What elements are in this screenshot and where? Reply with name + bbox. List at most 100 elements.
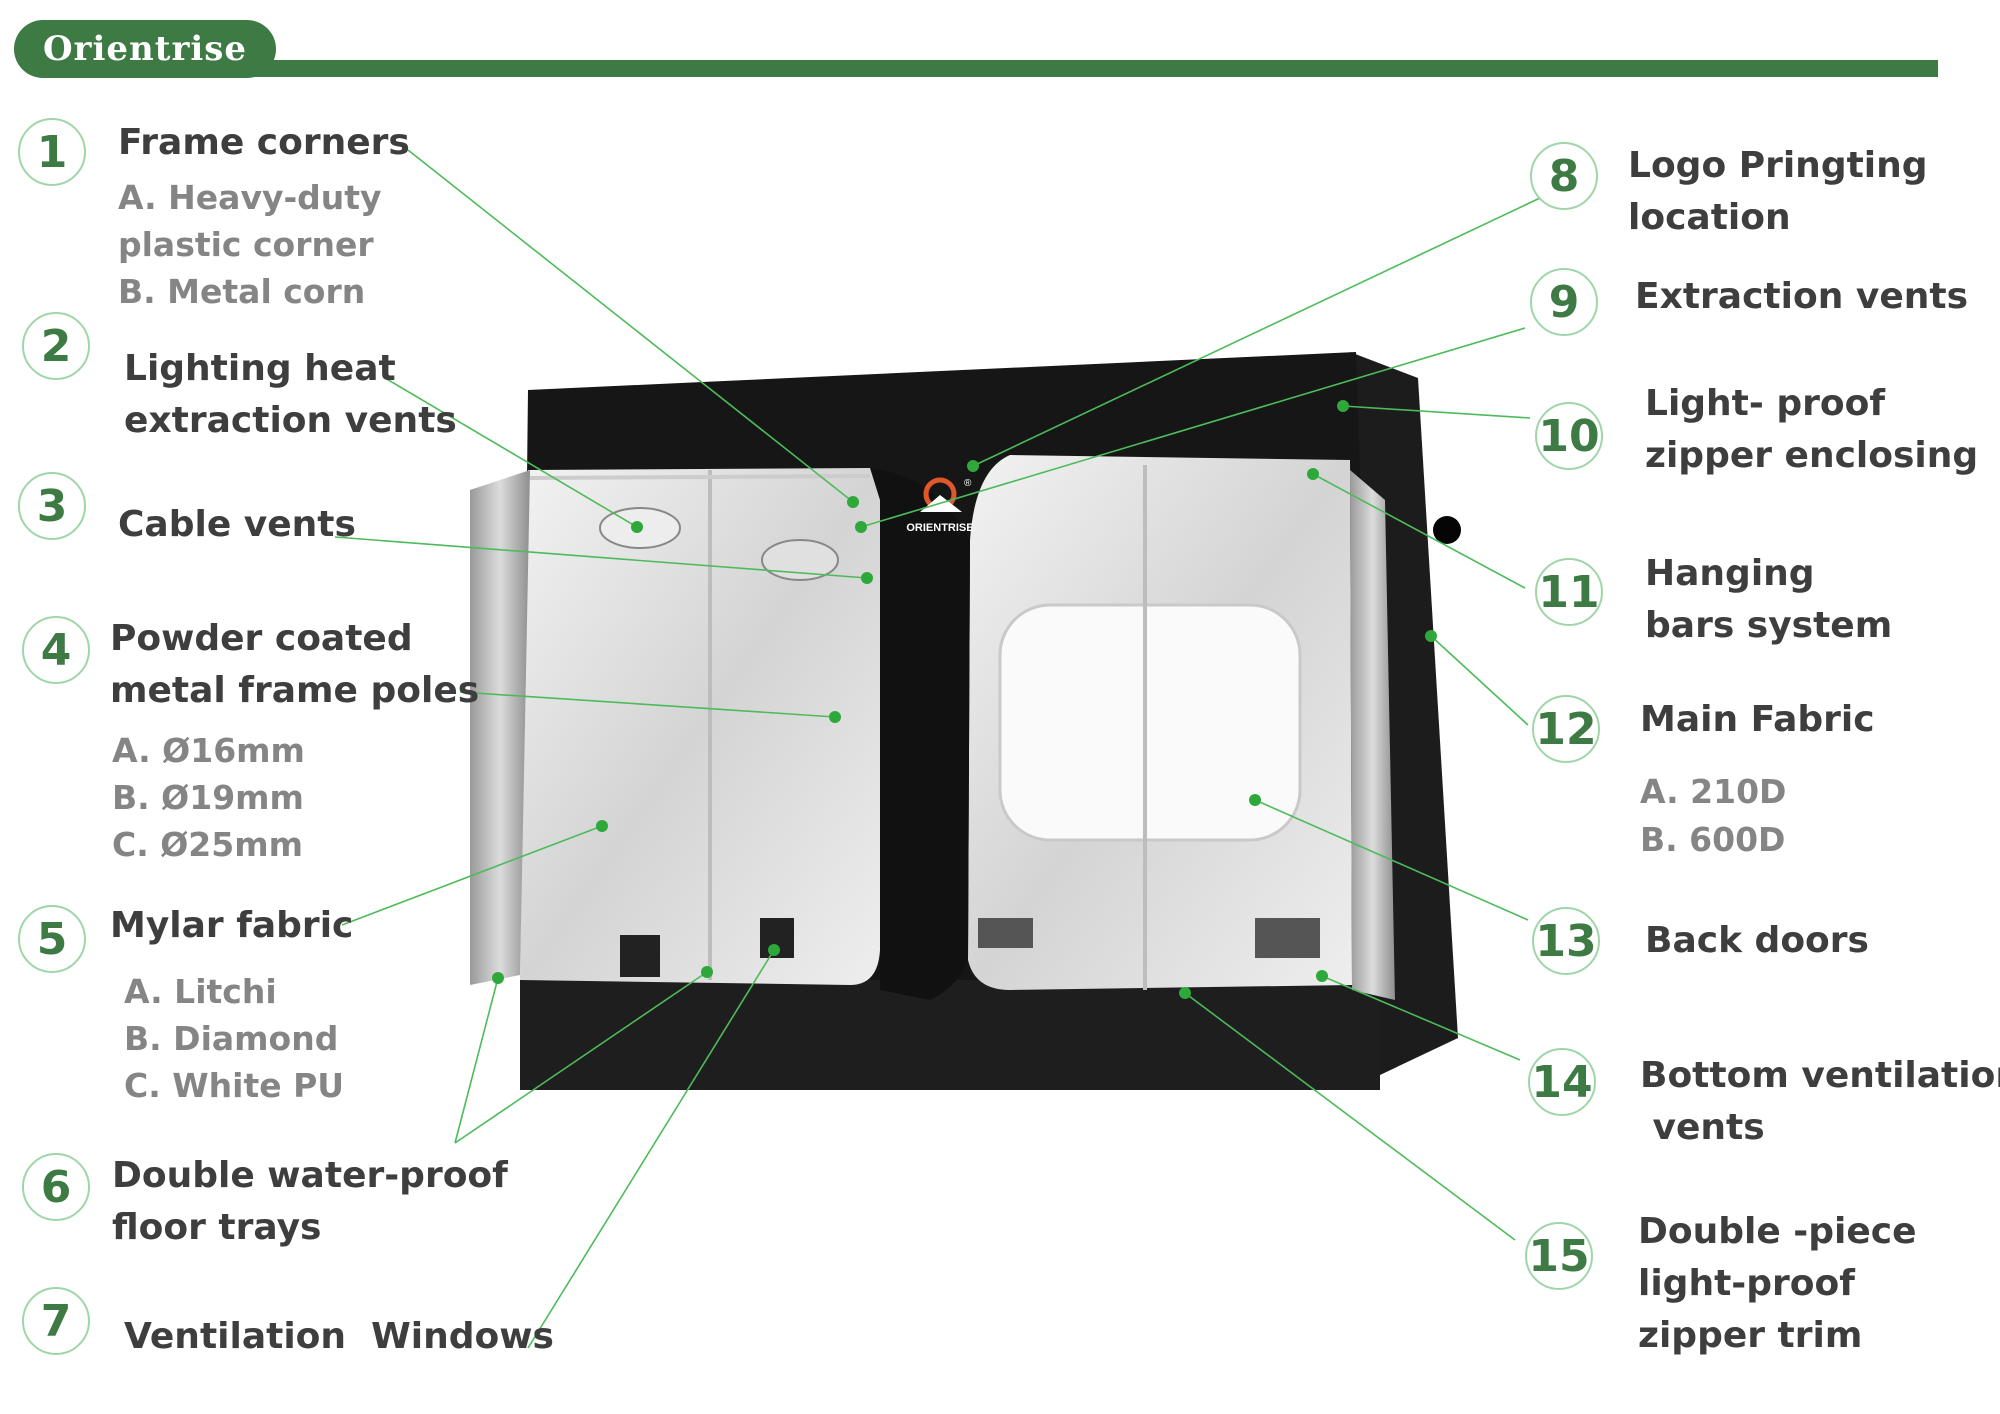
left-door-opening [520,468,882,985]
leader-dot-2 [631,521,643,533]
badge-12: 12 [1532,695,1600,763]
badge-5: 5 [18,905,86,973]
callout-10-title-1: Light- proof [1645,383,1886,424]
badge-6: 6 [22,1153,90,1221]
leader-line-10 [1342,405,1531,419]
leader-line-12 [1430,635,1529,726]
leader-dot-1 [847,496,859,508]
callout-3-title: Cable vents [118,504,356,545]
callout-9-title: Extraction vents [1635,276,1968,317]
callout-10-title-2: zipper enclosing [1645,435,1979,476]
badge-13: 13 [1532,907,1600,975]
callout-4-sub-a: A. Ø16mm [112,731,305,770]
badge-8: 8 [1530,142,1598,210]
side-vent-hole [1433,516,1461,544]
leader-dot-15 [1179,987,1191,999]
callout-4-sub-c: C. Ø25mm [112,825,303,864]
badge-15: 15 [1525,1222,1593,1290]
left-door-flap [470,470,530,985]
callout-5-title: Mylar fabric [110,905,354,946]
leader-line-3 [334,536,868,579]
callout-13-title: Back doors [1645,920,1869,961]
callout-2-title-1: Lighting heat [124,348,396,389]
leader-line-15 [1184,992,1516,1241]
callout-15-title-1: Double -piece [1638,1211,1917,1252]
callout-14-title-1: Bottom ventilation [1640,1055,2000,1096]
callout-1-sub-a: A. Heavy-duty [118,178,382,217]
center-divider [870,468,970,1000]
leader-dot-3 [861,572,873,584]
floor-tray [1255,918,1320,958]
leader-dot-11 [1307,468,1319,480]
leader-line-7 [527,949,775,1349]
leader-line-8 [972,197,1541,467]
badge-14: 14 [1528,1048,1596,1116]
leader-dot-7 [768,944,780,956]
callout-4-title-2: metal frame poles [110,670,480,711]
callout-11-title-2: bars system [1645,605,1893,646]
leader-dot-14 [1316,970,1328,982]
callout-12-title: Main Fabric [1640,699,1875,740]
frame-pole [529,474,871,480]
leader-line-2 [384,377,638,528]
tent-bottom-band [520,980,1380,1090]
ventilation-window [620,935,660,977]
callout-6-title-1: Double water-proof [112,1155,508,1196]
badge-7: 7 [22,1287,90,1355]
callout-8-title-2: location [1628,197,1791,238]
callout-5-sub-b: B. Diamond [124,1019,339,1058]
leader-line-5 [341,825,603,926]
callout-7-title: Ventilation Windows [124,1316,554,1357]
leader-dot-9 [855,521,867,533]
leader-dot-10 [1337,400,1349,412]
callout-4-sub-b: B. Ø19mm [112,778,304,817]
callout-5-sub-a: A. Litchi [124,972,277,1011]
callout-15-title-3: zipper trim [1638,1315,1863,1356]
callout-14-title-2: vents [1640,1107,1765,1148]
callout-12-sub-a: A. 210D [1640,772,1787,811]
vent-duct [761,539,839,581]
badge-4: 4 [22,616,90,684]
callout-4-title-1: Powder coated [110,618,413,659]
floor-tray [978,918,1033,948]
leader-dot-6a [492,972,504,984]
leader-dot-8 [967,460,979,472]
badge-2: 2 [22,312,90,380]
badge-9: 9 [1530,268,1598,336]
badge-10: 10 [1535,402,1603,470]
callout-8-title-1: Logo Pringting [1628,145,1928,186]
leader-line-14 [1321,975,1521,1061]
leader-dot-13 [1249,794,1261,806]
svg-text:®: ® [964,478,972,489]
callout-15-title-2: light-proof [1638,1263,1855,1304]
leader-dot-6b [701,966,713,978]
header-rule [250,60,1938,77]
callout-5-sub-c: C. White PU [124,1066,345,1105]
back-window [998,603,1302,842]
right-door-flap [1350,470,1395,1000]
callout-1-sub-a2: plastic corner [118,225,374,264]
callout-1-sub-b: B. Metal corn [118,272,366,311]
badge-1: 1 [18,118,86,186]
leader-line-1 [407,149,854,503]
leader-dot-4 [829,711,841,723]
leader-line-13 [1254,799,1529,921]
badge-11: 11 [1535,558,1603,626]
badge-3: 3 [18,472,86,540]
callout-1-title: Frame corners [118,122,410,163]
leader-line-4 [459,691,836,718]
leader-line-6a [454,977,499,1144]
leader-line-9 [860,327,1526,528]
svg-text:ORIENTRISE: ORIENTRISE [906,522,973,534]
callout-6-title-2: floor trays [112,1207,322,1248]
leader-line-6b [454,971,708,1144]
callout-11-title-1: Hanging [1645,553,1815,594]
callout-12-sub-b: B. 600D [1640,820,1786,859]
leader-line-11 [1312,473,1526,589]
leader-dot-12 [1425,630,1437,642]
leader-dot-5 [596,820,608,832]
brand-logo: Orientrise [14,20,276,78]
callout-2-title-2: extraction vents [124,400,457,441]
